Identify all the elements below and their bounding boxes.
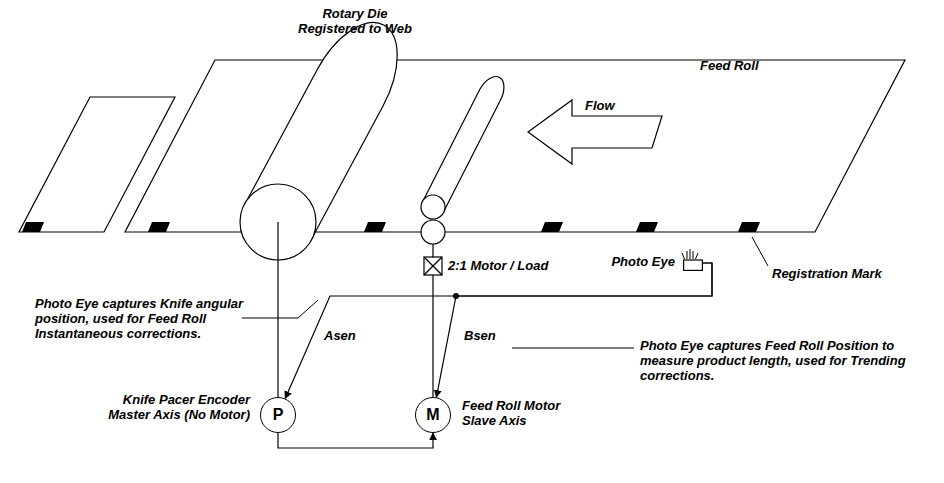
feed-roll-face	[421, 195, 445, 219]
signal-connector	[278, 433, 433, 448]
gearbox	[424, 257, 442, 275]
part-name: Registration Mark	[772, 266, 882, 281]
registration-mark	[636, 222, 658, 232]
part-name: Feed Roll	[700, 58, 759, 73]
registration-mark	[364, 222, 386, 232]
axis-circle: P	[260, 397, 296, 433]
axis-letter: M	[426, 407, 439, 423]
callout-note: Photo Eye captures Feed Roll Position to…	[640, 338, 930, 383]
signal-name: Asen	[322, 328, 358, 343]
leader-line	[242, 300, 318, 318]
gearbox-cross	[424, 257, 442, 275]
axis-name: Feed Roll Motor Slave Axis	[462, 398, 592, 428]
die-title: Rotary Die Registered to Web	[290, 6, 420, 36]
photo-eye-icon	[683, 255, 703, 271]
photo-eye: Photo Eye	[683, 255, 703, 271]
registration-mark	[541, 222, 563, 232]
callout-note: Photo Eye captures Knife angular positio…	[35, 296, 263, 341]
gearbox-cross	[424, 257, 442, 275]
registration-mark	[148, 222, 170, 232]
signal-name: Bsen	[462, 328, 498, 343]
feed-roll	[423, 77, 504, 213]
flow-label: Flow	[585, 99, 615, 113]
registration-mark	[738, 222, 760, 232]
flow-arrow	[528, 100, 662, 164]
registration-mark	[22, 222, 44, 232]
die-shaft	[277, 222, 278, 397]
axis-letter: P	[273, 407, 284, 423]
axis-name: Knife Pacer Encoder Master Axis (No Moto…	[90, 392, 250, 422]
part-name: 2:1 Motor / Load	[448, 258, 548, 273]
leader-line	[752, 237, 768, 266]
web	[125, 60, 905, 232]
axis-circle: M	[415, 397, 451, 433]
leader-line	[512, 348, 634, 349]
nip-roll-face	[421, 220, 445, 244]
node-heading: Photo Eye	[611, 254, 675, 269]
